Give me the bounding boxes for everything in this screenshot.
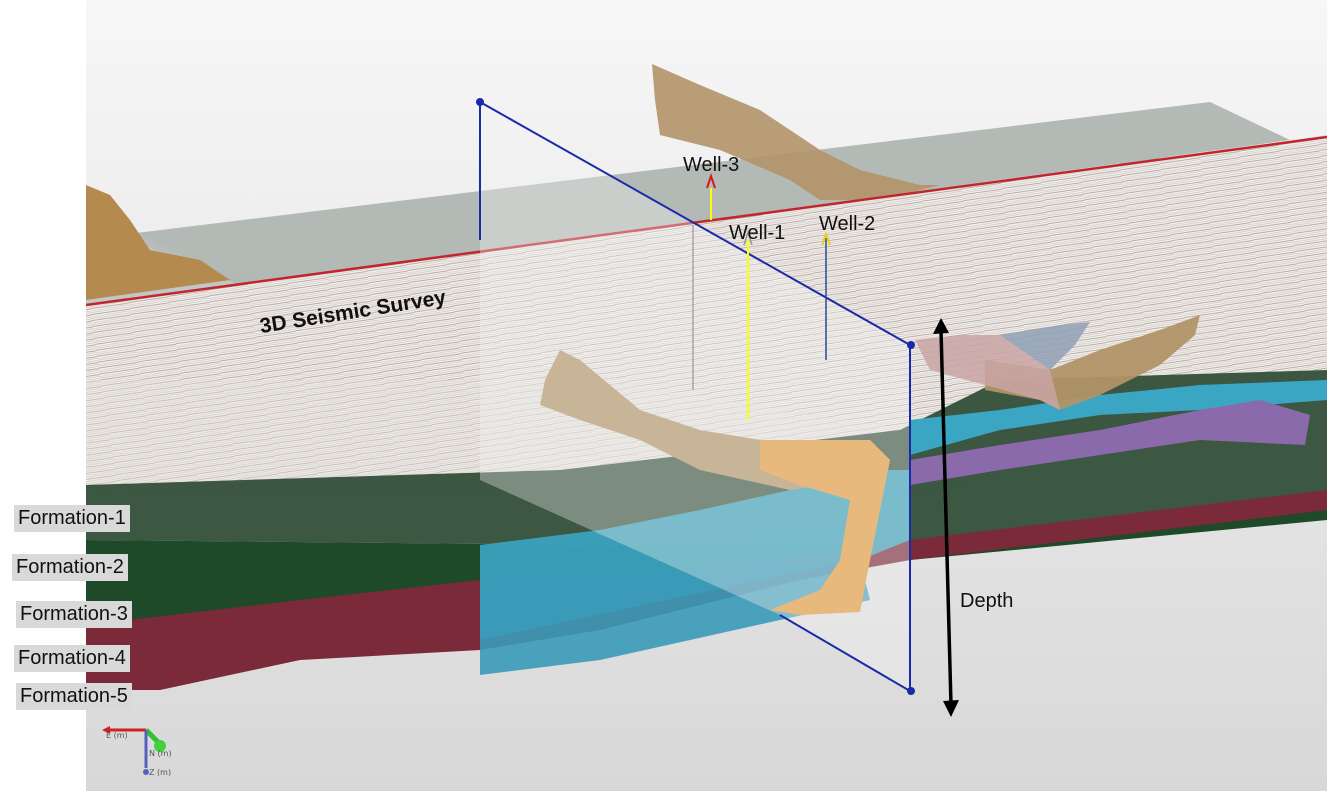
formation-2-label: Formation-2	[12, 554, 128, 581]
fault-surface-bluegray	[1000, 322, 1090, 370]
depth-arrow	[939, 329, 953, 706]
survey-top-surface	[120, 102, 1290, 290]
well-3-marker-icon	[706, 172, 716, 189]
axis-label-y: N (m)	[149, 749, 172, 758]
section-handle-right[interactable]	[907, 341, 915, 349]
section-handle-top[interactable]	[476, 98, 484, 106]
seismic-section-plane	[480, 102, 910, 691]
scene-canvas[interactable]	[86, 0, 1327, 791]
well-3-label[interactable]: Well-3	[683, 154, 740, 176]
axis-label-z: Z (m)	[149, 768, 172, 777]
survey-outline	[86, 135, 1327, 307]
well-1-marker-icon	[743, 229, 753, 246]
well-2-label[interactable]: Well-2	[819, 213, 876, 235]
orientation-axes-icon	[102, 726, 166, 775]
well-2-marker-icon	[821, 231, 831, 246]
fault-surface-top	[652, 64, 940, 200]
formation-1-label: Formation-1	[14, 505, 130, 532]
formation-4-label: Formation-4	[14, 645, 130, 672]
formation-5-surface	[910, 400, 1310, 485]
3d-viewport[interactable]: Well-3 Well-1 Well-2 3D Seismic Survey D…	[86, 0, 1327, 791]
well-1-label[interactable]: Well-1	[729, 222, 786, 244]
fault-surface-left	[86, 185, 230, 300]
formation-4-lower	[480, 560, 870, 675]
formation-4-right	[910, 380, 1327, 455]
section-handle-bottom[interactable]	[907, 687, 915, 695]
axis-label-x: E (m)	[106, 731, 128, 740]
fault-surface-pink	[915, 335, 1060, 410]
depth-label: Depth	[960, 590, 1014, 612]
formation-5-label: Formation-5	[16, 683, 132, 710]
formation-3-label: Formation-3	[16, 601, 132, 628]
depth-arrow-head-bottom	[943, 700, 959, 717]
depth-arrow-head-top	[933, 318, 949, 334]
fault-surface-orange	[760, 440, 890, 615]
